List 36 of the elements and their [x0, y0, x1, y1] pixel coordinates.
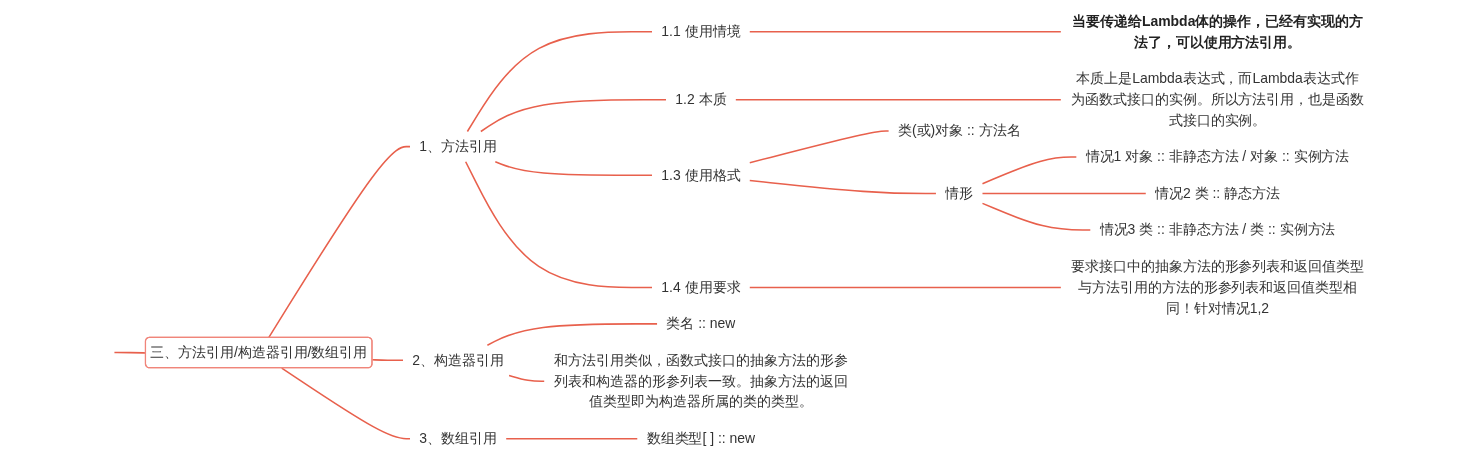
- connector: [505, 437, 639, 440]
- connector: [981, 192, 1147, 195]
- connector: [466, 31, 653, 133]
- node-text: 1.2 本质: [675, 91, 727, 108]
- connector: [749, 286, 1062, 289]
- node-text: 1.3 使用格式: [661, 167, 741, 183]
- node-text: 和方法引用类似，函数式接口的抽象方法的形参列表和构造器的形参列表一致。抽象方法的返回值类型即为构造器所属的类的类型。: [554, 352, 848, 410]
- node-text: 数组类型[ ] :: new: [646, 430, 756, 447]
- node-text: 要求接口中的抽象方法的形参列表和返回值类型与方法引用的方法的形参列表和返回值类型相同！针对情况1,2: [1070, 258, 1365, 316]
- node-text: 1、方法引用: [419, 138, 497, 154]
- node-text: 情况2 类 :: 静态方法: [1155, 185, 1280, 201]
- connector: [494, 160, 653, 177]
- connector: [371, 359, 404, 362]
- node-text: 类名 :: new: [666, 315, 736, 332]
- node-text: 3、数组引用: [419, 430, 497, 447]
- node-text: 情况1 对象 :: 非静态方法 / 对象 :: 实例方法: [1085, 148, 1350, 165]
- connector: [749, 31, 1062, 33]
- node-text: 本质上是Lambda表达式，而Lambda表达式作为函数式接口的实例。所以方法引用，也是函数式接口的实例。: [1070, 70, 1365, 128]
- node-text: 当要传递给Lambda体的操作，已经有实现的方法了，可以使用方法引用。: [1072, 13, 1363, 50]
- connector: [749, 179, 937, 195]
- connector: [480, 98, 667, 133]
- connector: [267, 145, 411, 339]
- connector: [981, 156, 1078, 185]
- node-text: 类(或)对象 :: 方法名: [897, 122, 1021, 139]
- connector: [735, 98, 1062, 101]
- connector: [486, 323, 658, 346]
- node-text: 情形: [945, 185, 974, 201]
- connector: [749, 130, 890, 164]
- connector: [464, 160, 653, 289]
- connector: [280, 367, 411, 440]
- node-text: 2、构造器引用: [412, 352, 504, 368]
- connector: [508, 374, 545, 383]
- connector: [981, 202, 1092, 231]
- node-text: 1.1 使用情境: [661, 23, 741, 40]
- node-text: 1.4 使用要求: [661, 279, 741, 295]
- node-text: 情况3 类 :: 非静态方法 / 类 :: 实例方法: [1099, 221, 1336, 238]
